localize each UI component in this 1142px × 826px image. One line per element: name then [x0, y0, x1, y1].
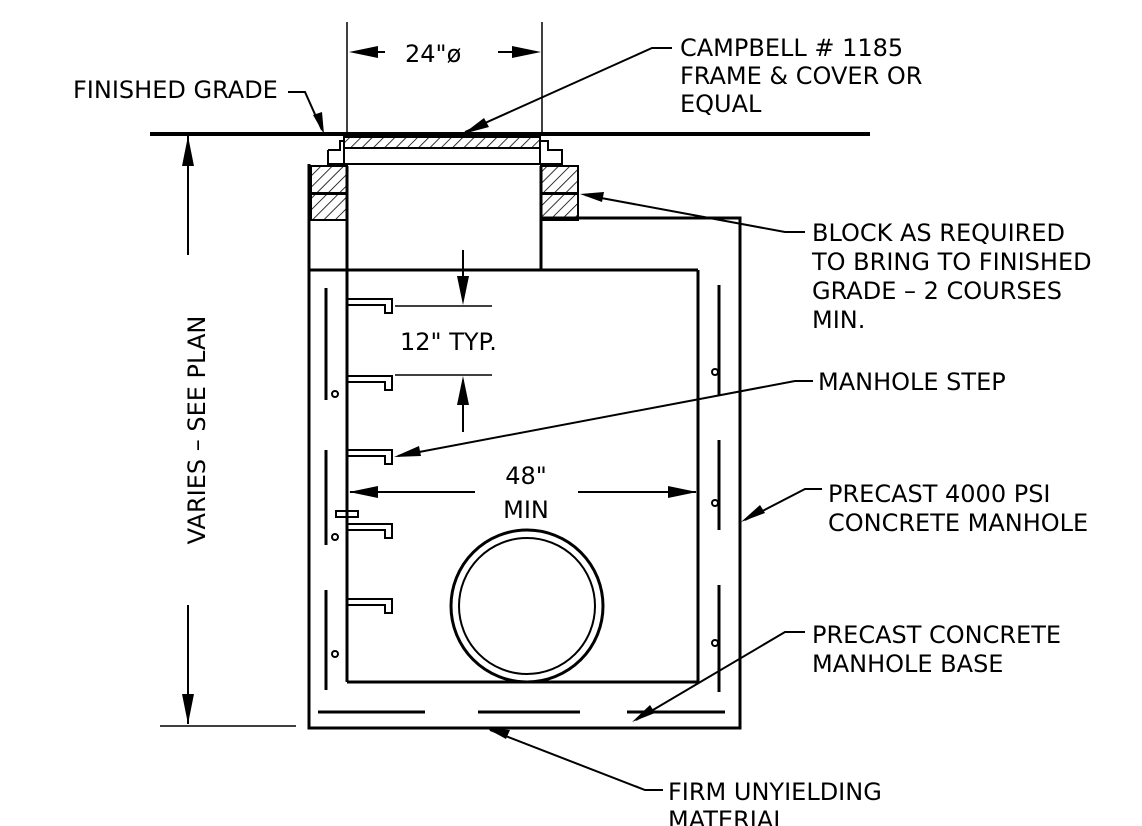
- precast-base-label-line2: MANHOLE BASE: [812, 650, 1003, 678]
- step-spacing-label: 12" TYP.: [400, 328, 497, 356]
- height-dimension: [160, 136, 296, 727]
- precast-base-label-line1: PRECAST CONCRETE: [812, 621, 1061, 649]
- manhole-step-label: MANHOLE STEP: [818, 368, 1006, 396]
- frame-cover-label-line1: CAMPBELL # 1185: [680, 34, 903, 62]
- firm-material-label-line2: MATERIAL: [668, 806, 787, 826]
- frame-cover-label-line3: EQUAL: [680, 90, 762, 118]
- frame-and-cover: [327, 136, 563, 165]
- block-label-line1: BLOCK AS REQUIRED: [812, 219, 1065, 247]
- diameter-label: 24"ø: [405, 40, 461, 68]
- manhole-steps: [335, 298, 393, 614]
- precast-manhole-label-line1: PRECAST 4000 PSI: [828, 480, 1051, 508]
- precast-manhole-label-line2: CONCRETE MANHOLE: [828, 509, 1088, 537]
- finished-grade-label: FINISHED GRADE: [73, 76, 278, 104]
- diameter-dimension: [346, 22, 543, 134]
- block-label-line3: GRADE – 2 COURSES: [812, 277, 1062, 305]
- width-dimension: [349, 486, 697, 498]
- block-label-line4: MIN.: [812, 306, 865, 334]
- pipe-opening: [449, 528, 605, 684]
- frame-cover-label-line2: FRAME & COVER OR: [680, 62, 922, 90]
- firm-material-label-line1: FIRM UNYIELDING: [668, 778, 882, 806]
- manhole-structure: [307, 164, 742, 730]
- reinforcement: [318, 285, 725, 714]
- height-label: VARIES – SEE PLAN: [183, 316, 211, 545]
- adjustment-blocks: [310, 165, 579, 221]
- annotation-text: 24"ø CAMPBELL # 1185 FRAME & COVER OR EQ…: [73, 34, 1092, 826]
- width-value-label: 48": [505, 462, 547, 490]
- step-spacing-dimension: [395, 250, 492, 432]
- leaders: [288, 47, 822, 791]
- width-note-label: MIN: [503, 496, 549, 524]
- block-label-line2: TO BRING TO FINISHED: [811, 248, 1092, 276]
